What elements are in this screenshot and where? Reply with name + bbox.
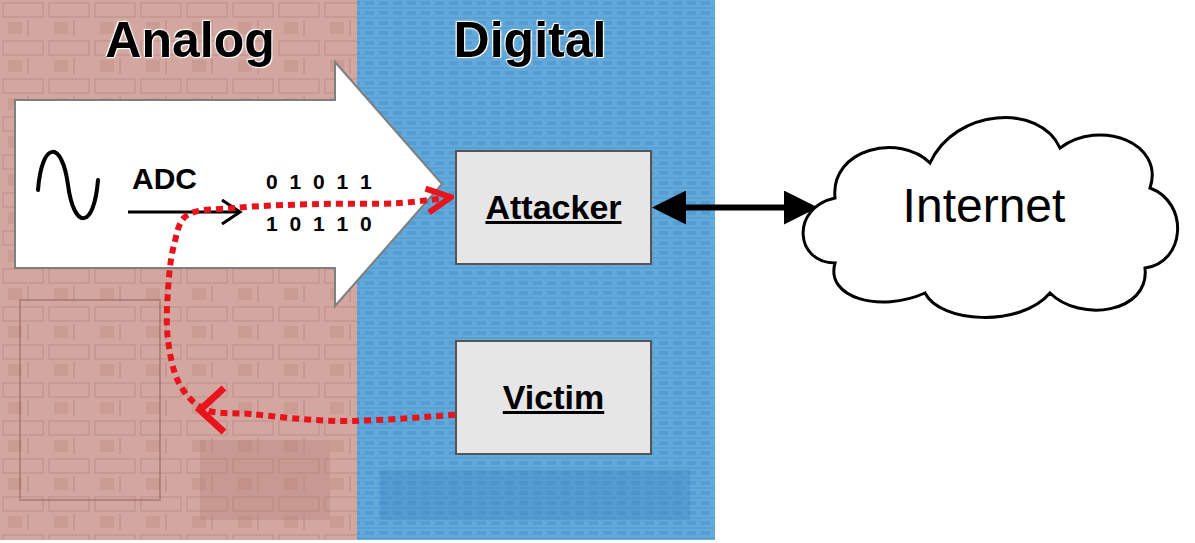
box-label: Attacker (485, 188, 621, 227)
cloud-outline (803, 118, 1178, 318)
sine-wave-symbol (38, 152, 98, 218)
conversion-arrow (128, 211, 238, 214)
die-structure (200, 440, 330, 520)
bit-string: 1 0 1 1 0 (266, 212, 375, 236)
leak-arrowhead (200, 388, 224, 432)
network-cloud: Internet (780, 88, 1188, 323)
die-texture (357, 0, 715, 540)
box-label: Victim (503, 378, 604, 417)
region-heading: Digital (420, 0, 640, 70)
region-band: DigitalAttackerVictim (357, 0, 715, 540)
signal-label: ADC (132, 162, 197, 197)
conversion-arrowhead (222, 200, 240, 224)
region-band: Analog (0, 0, 357, 540)
bit-string: 0 1 0 1 1 (266, 170, 375, 194)
signal-flow-arrow (15, 62, 442, 306)
leakage-path (167, 197, 455, 421)
die-texture (0, 0, 357, 540)
analog-region (0, 0, 357, 540)
region-heading: Analog (55, 0, 325, 70)
process-box: Victim (455, 340, 652, 455)
network-link (664, 205, 806, 211)
process-box: Attacker (455, 150, 652, 265)
die-structure (380, 470, 690, 520)
cloud-label: Internet (903, 178, 1066, 233)
die-structure (20, 300, 160, 500)
digital-region (357, 0, 715, 540)
